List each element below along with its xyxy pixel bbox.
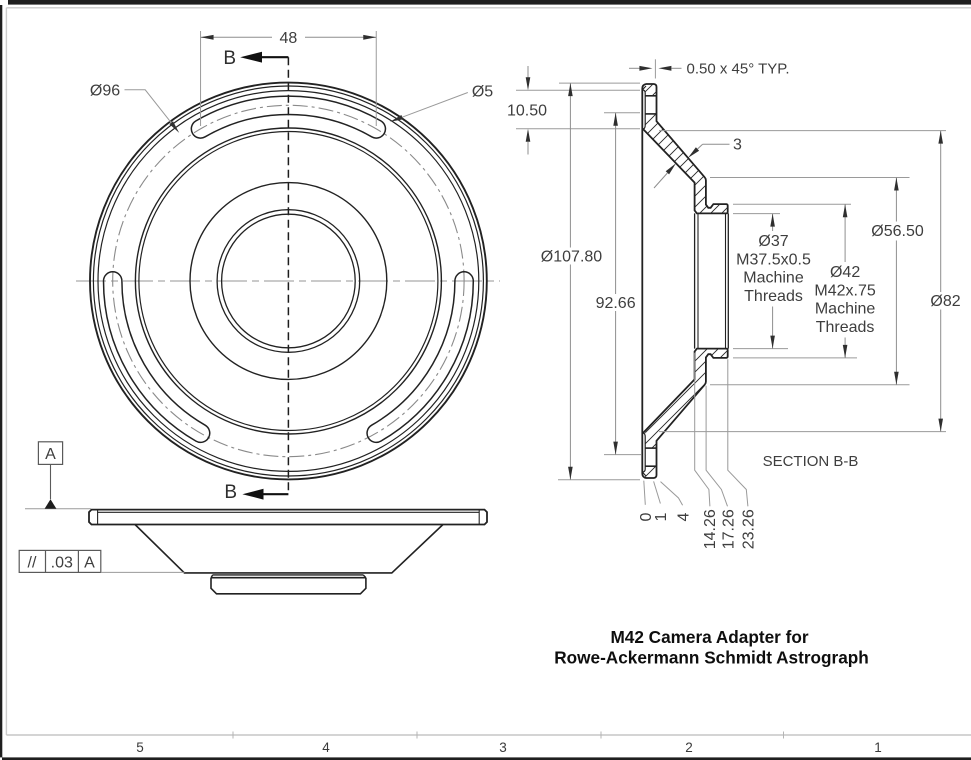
dim-dia5-text: Ø5 — [472, 84, 493, 101]
dim-dia107-80: Ø107.80 — [541, 83, 602, 480]
dim-dia37: Ø37 M37.5x0.5 Machine Threads — [736, 213, 811, 349]
dim-92-66: 92.66 — [596, 112, 636, 455]
dim-dia37-text: Ø37 — [758, 233, 788, 250]
dim-dia37-thread: M37.5x0.5 — [736, 251, 811, 268]
dim-dia42-note1: Machine — [815, 301, 876, 318]
dim-48-text: 48 — [280, 30, 298, 47]
frame-bar-top — [8, 0, 971, 5]
section-arrow-top-icon — [240, 51, 262, 63]
dim-48: 48 — [200, 30, 377, 126]
title-line1: M42 Camera Adapter for — [610, 627, 808, 647]
datum-a: A — [25, 441, 91, 510]
dim-dia82: Ø82 — [930, 130, 961, 432]
title-block: M42 Camera Adapter for Rowe-Ackermann Sc… — [554, 627, 869, 668]
zone-label-2: 2 — [685, 740, 693, 755]
chamfer-note-text: 0.50 x 45° TYP. — [687, 61, 790, 78]
dim-dia37-note2: Threads — [744, 288, 803, 305]
parallelism-icon: // — [28, 554, 37, 571]
datum-a-label: A — [45, 446, 56, 463]
dim-chamfer: 0.50 x 45° TYP. — [629, 59, 790, 79]
zone-label-5: 5 — [136, 740, 144, 755]
dim-dia37-note1: Machine — [743, 270, 804, 287]
depth-label-17-26: 17.26 — [721, 509, 738, 549]
front-view: 48 Ø96 Ø5 B B — [76, 30, 500, 503]
frame-bar-left — [0, 5, 3, 758]
dim-dia42-thread: M42x.75 — [814, 282, 875, 299]
fcf-tolerance: .03 — [51, 554, 73, 571]
section-arrow-bottom-icon — [242, 488, 264, 500]
depth-labels: 0 1 4 14.26 17.26 23.26 — [638, 509, 758, 549]
dim-wall-3: 3 — [653, 137, 742, 189]
dim-dia56-50: Ø56.50 — [871, 177, 924, 385]
dim-dia42-note2: Threads — [816, 319, 875, 336]
section-arrow-top: B — [223, 48, 289, 69]
dim-dia5: Ø5 — [390, 84, 493, 122]
side-view-flange — [88, 508, 488, 526]
zone-ticks — [232, 731, 784, 739]
bolt-circle-centerline — [112, 104, 465, 458]
dim-wall-3-text: 3 — [733, 137, 742, 154]
front-view-circles — [89, 81, 488, 481]
dim-10-50: 10.50 — [507, 66, 547, 155]
side-view: A // .03 A — [18, 441, 488, 595]
depth-label-14-26: 14.26 — [702, 509, 719, 549]
feature-control-frame: // .03 A — [18, 549, 185, 574]
frame-bar-bottom — [2, 757, 971, 760]
section-arrow-bottom: B — [224, 482, 289, 503]
dim-92-66-text: 92.66 — [596, 295, 636, 312]
section-view: 0.50 x 45° TYP. 10.50 Ø107.80 92.66 — [507, 59, 961, 549]
dim-dia96-text: Ø96 — [90, 82, 120, 99]
zone-label-1: 1 — [874, 740, 882, 755]
datum-triangle-icon — [44, 499, 57, 509]
dim-dia107-80-text: Ø107.80 — [541, 248, 602, 265]
dim-dia56-50-text: Ø56.50 — [871, 223, 924, 240]
mounting-slots — [102, 95, 475, 444]
dim-dia42-text: Ø42 — [830, 264, 860, 281]
depth-label-0: 0 — [638, 513, 655, 522]
title-line2: Rowe-Ackermann Schmidt Astrograph — [554, 648, 869, 668]
depth-label-23-26: 23.26 — [741, 509, 758, 549]
depth-leaders — [643, 352, 749, 507]
fcf-datum-ref: A — [84, 554, 95, 571]
side-view-cone — [134, 523, 444, 574]
dim-10-50-text: 10.50 — [507, 102, 547, 119]
dim-dia82-text: Ø82 — [930, 293, 960, 310]
depth-label-4: 4 — [675, 513, 692, 522]
section-caption: SECTION B-B — [763, 453, 859, 470]
zone-label-4: 4 — [322, 740, 330, 755]
side-view-barrel — [210, 574, 367, 595]
section-arrow-top-label: B — [223, 48, 236, 69]
section-profile — [641, 83, 729, 479]
section-hatch — [645, 84, 728, 478]
dim-dia42: Ø42 M42x.75 Machine Threads — [814, 204, 876, 358]
zone-label-3: 3 — [499, 740, 507, 755]
depth-label-1: 1 — [653, 513, 670, 522]
dim-dia96: Ø96 — [90, 82, 180, 133]
section-arrow-bottom-label: B — [224, 482, 237, 503]
section-extension-lines — [516, 82, 946, 481]
